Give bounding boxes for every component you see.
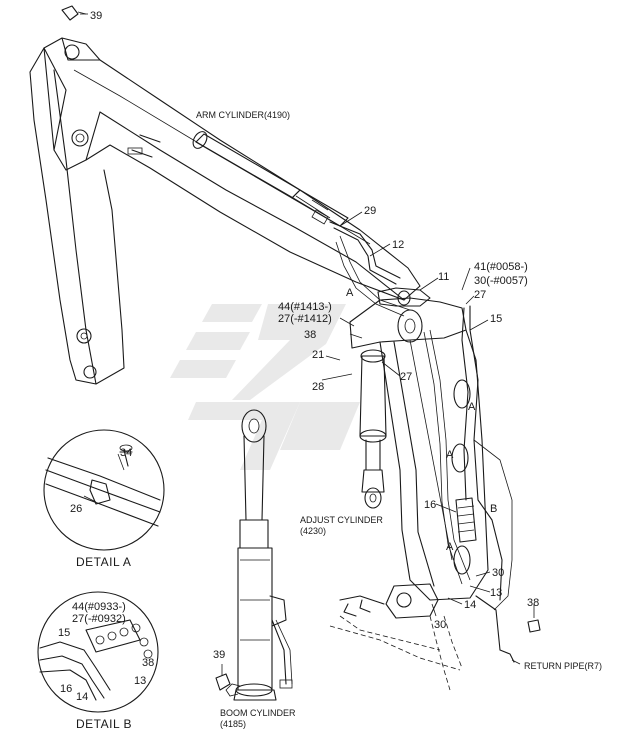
- detail-a-callout-26: 26: [70, 503, 82, 515]
- boom-structure: [29, 47, 125, 385]
- callout-30-bottom: 30: [434, 619, 446, 631]
- callout-21: 21: [312, 349, 324, 361]
- callout-12: 12: [392, 239, 404, 251]
- marker-b-1: B: [490, 503, 497, 515]
- bucket-linkage: [329, 583, 463, 691]
- callout-16: 16: [424, 499, 436, 511]
- detail-a-callout-34: 34: [120, 447, 132, 459]
- marker-a-4: A: [446, 541, 454, 553]
- fitting-39-left: [215, 673, 231, 691]
- callout-30-range: 30(-#0057): [474, 275, 528, 287]
- callout-13: 13: [490, 587, 502, 599]
- label-detail-a: DETAIL A: [76, 555, 131, 569]
- callout-27-mid: 27: [400, 371, 412, 383]
- callout-27-right: 27: [474, 289, 486, 301]
- label-adjust-cylinder: ADJUST CYLINDER: [300, 515, 383, 525]
- marker-a-2: A: [468, 401, 476, 413]
- dipper-hoses: [423, 305, 515, 663]
- callout-27-range: 27(-#1412): [278, 313, 332, 325]
- detail-b-callout-14: 14: [76, 691, 88, 703]
- arm-cylinder: [192, 131, 349, 227]
- callout-41: 41(#0058-): [474, 261, 528, 273]
- detail-b-callout-38: 38: [142, 657, 154, 669]
- watermark-logo: [170, 304, 360, 470]
- callout-44: 44(#1413-): [278, 301, 332, 313]
- leader-lines: [80, 13, 535, 676]
- detail-b-callout-27: 27(-#0932): [72, 613, 126, 625]
- detail-b-callout-16: 16: [60, 683, 72, 695]
- callout-11: 11: [438, 271, 449, 283]
- callout-39-top: 39: [90, 10, 102, 22]
- callout-38-right: 38: [527, 597, 539, 609]
- label-detail-b: DETAIL B: [76, 717, 132, 731]
- callout-28: 28: [312, 381, 324, 393]
- arm-hoses: [329, 221, 411, 317]
- detail-b-callout-44: 44(#0933-): [72, 601, 126, 613]
- callout-38-mid: 38: [304, 329, 316, 341]
- callout-29: 29: [364, 205, 376, 217]
- adjust-cylinder: [359, 349, 387, 509]
- callout-30-low: 30: [492, 567, 504, 579]
- fitting-39-top: [61, 5, 87, 21]
- callout-14: 14: [464, 599, 476, 611]
- detail-b-view: [37, 591, 159, 713]
- fitting-38-right: [527, 619, 541, 633]
- lower-arm: [379, 329, 489, 601]
- boom-cylinder: [225, 409, 293, 701]
- label-return-pipe: RETURN PIPE(R7): [524, 661, 602, 671]
- callout-15: 15: [490, 313, 502, 325]
- detail-b-callout-13: 13: [134, 675, 146, 687]
- label-arm-cylinder: ARM CYLINDER(4190): [196, 110, 290, 120]
- detail-b-callout-15: 15: [58, 627, 70, 639]
- marker-a-1: A: [346, 287, 354, 299]
- label-adjust-cylinder-code: (4230): [300, 526, 326, 536]
- marker-a-3: A: [446, 449, 454, 461]
- label-boom-cylinder: BOOM CYLINDER: [220, 708, 296, 718]
- label-boom-cylinder-code: (4185): [220, 719, 246, 729]
- detail-a-view: [43, 429, 165, 551]
- callout-39-left: 39: [213, 649, 225, 661]
- arm-structure: [43, 37, 421, 301]
